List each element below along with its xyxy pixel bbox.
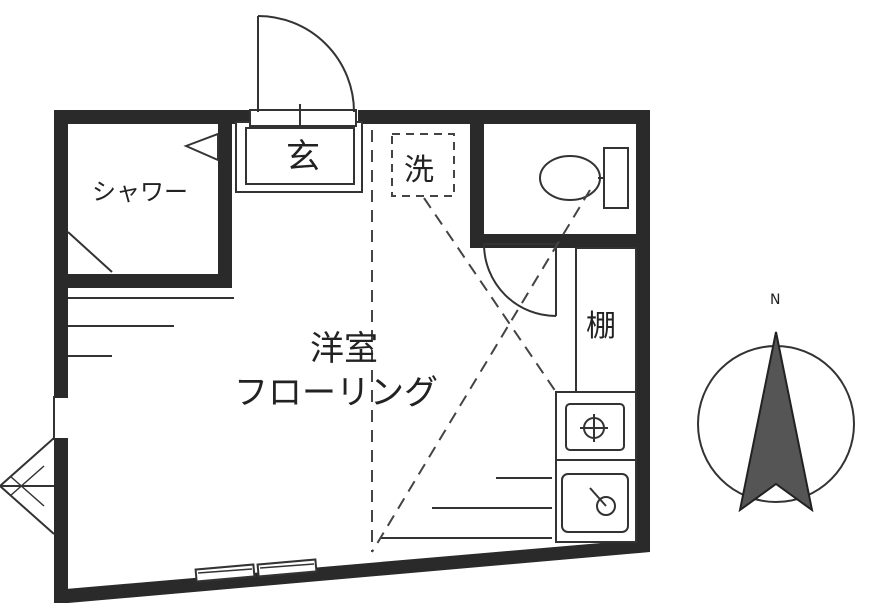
room-label-line2: フローリング (234, 373, 438, 413)
interior-walls (54, 118, 650, 288)
north-arrow-icon: N (697, 292, 855, 513)
shower-label: シャワー (92, 178, 188, 206)
dashed-guides (371, 130, 591, 553)
north-label: N (770, 292, 780, 308)
left-door (0, 396, 55, 535)
room-label-line1: 洋室 (310, 329, 378, 369)
toilet-room (483, 147, 629, 317)
shelf: 棚 (575, 247, 637, 393)
entrance: 玄 (235, 15, 363, 193)
toilet-icon (539, 147, 629, 209)
washer-label: 洗 (404, 153, 434, 188)
washer-space: 洗 (391, 133, 455, 197)
stove-burner-icon (565, 403, 625, 451)
outer-walls (54, 110, 650, 603)
bottom-windows (194, 558, 318, 583)
sink-icon (561, 473, 629, 533)
room-lines (68, 297, 234, 357)
shelf-label: 棚 (586, 309, 616, 344)
entrance-label: 玄 (286, 137, 320, 177)
kitchen-unit (380, 391, 637, 543)
shower-room: シャワー (67, 132, 219, 273)
